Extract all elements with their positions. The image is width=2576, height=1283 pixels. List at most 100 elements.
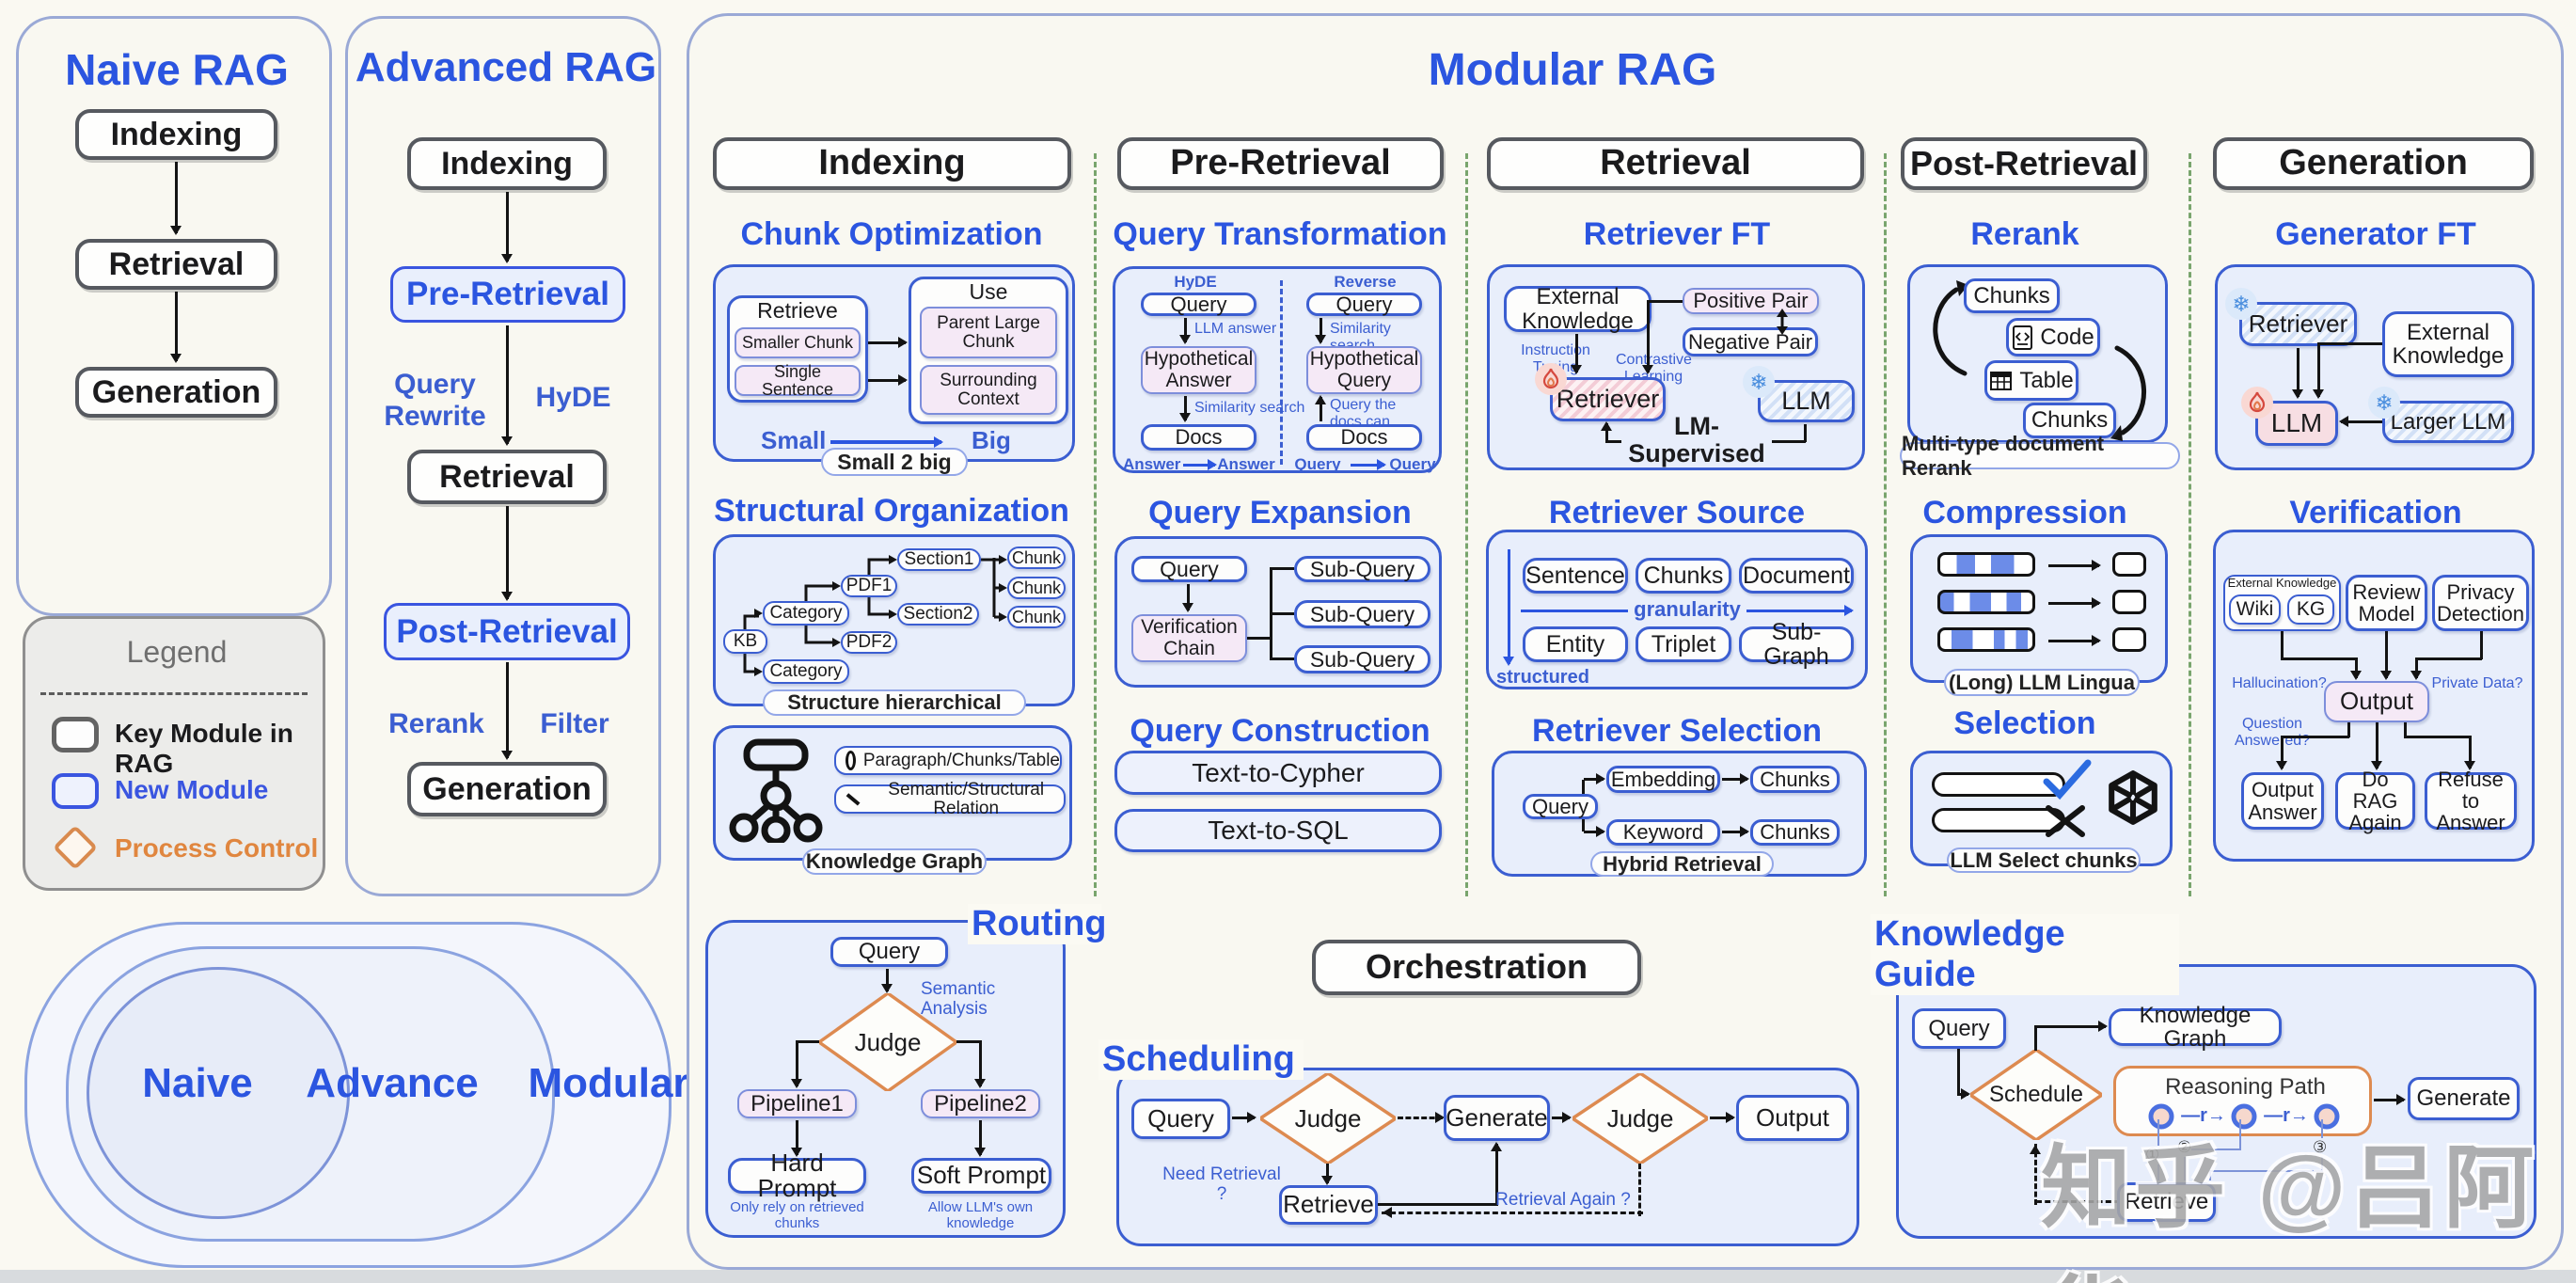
arrow — [1571, 334, 1582, 374]
venn-advance-label: Advance — [306, 1060, 479, 1106]
arrow — [1491, 1142, 1502, 1205]
output-box: Output — [2324, 681, 2429, 722]
naive-retrieval-box: Retrieval — [75, 239, 277, 290]
retriever-source-box: Sentence Chunks Document granularity Ent… — [1486, 530, 1868, 689]
graph-glyph-icon — [729, 738, 823, 843]
compression-title: Compression — [1922, 495, 2127, 531]
embedding-box: Embedding — [1606, 766, 1720, 793]
arrow — [2380, 631, 2392, 680]
relation-line-icon — [845, 792, 861, 806]
query-box: Query — [1523, 794, 1598, 819]
legend-new-module-label: New Module — [115, 775, 269, 804]
column-header-post-retrieval: Post-Retrieval — [1901, 137, 2147, 190]
relation-arrow-label: —r→ — [2181, 1105, 2226, 1126]
granularity-label: granularity — [1628, 598, 1746, 621]
connector — [1957, 1049, 1960, 1095]
knowledge-graph-node: Knowledge Graph — [2109, 1004, 2282, 1051]
external-knowledge-box: External Knowledge — [1504, 285, 1651, 333]
llm-lingua-tab: (Long) LLM Lingua — [1944, 669, 2140, 696]
arrow — [2036, 1021, 2108, 1032]
arrow — [2048, 635, 2101, 646]
connector — [1647, 300, 1683, 303]
arrow — [1642, 300, 1653, 374]
connector — [956, 1040, 981, 1043]
venn-modular-label: Modular — [528, 1060, 689, 1106]
pdf2-node: PDF2 — [841, 631, 897, 654]
connector — [2281, 631, 2284, 659]
output-answer-box: Output Answer — [2241, 772, 2324, 830]
arrow — [170, 292, 182, 363]
small-to-big-arrow — [830, 436, 943, 448]
legend-key-module-label: Key Module in RAG — [115, 719, 293, 778]
use-label: Use — [969, 279, 1008, 304]
text-to-cypher-box: Text-to-Cypher — [1114, 751, 1442, 795]
do-rag-again-box: Do RAG Again — [2335, 768, 2415, 833]
bottom-strip — [0, 1270, 2576, 1283]
connector — [2184, 1148, 2240, 1150]
node-types-label: Paragraph/Chunks/Table — [862, 750, 1060, 770]
connector — [2036, 1200, 2120, 1203]
query-box: Query — [1131, 1099, 1230, 1139]
column-divider — [1094, 153, 1097, 896]
orchestration-box: Orchestration — [1312, 940, 1641, 995]
connector — [1270, 567, 1294, 570]
arrow — [2048, 597, 2101, 609]
snowflake-icon: ❄ — [2368, 387, 2400, 419]
reasoning-path-label: Reasoning Path — [2165, 1074, 2326, 1100]
connector — [2404, 722, 2407, 737]
refuse-to-answer-box: Refuse to Answer — [2425, 768, 2517, 833]
rag-venn-diagram: Naive Advance Modular — [24, 922, 689, 1268]
new-module-swatch-icon — [52, 773, 99, 809]
section2-node: Section2 — [897, 603, 979, 626]
retriever-box: Retriever — [1550, 377, 1666, 421]
advanced-generation-box: Generation — [407, 762, 607, 816]
connector-lines — [743, 555, 1007, 676]
advanced-rag-title: Advanced RAG — [355, 44, 657, 90]
hyde-label: HyDE — [535, 382, 611, 413]
arrow — [2048, 560, 2101, 571]
knowledge-graph-box: Paragraph/Chunks/Table Semantic/Structur… — [713, 725, 1072, 875]
token-bar-icon — [1937, 552, 2035, 577]
judge-diamond — [1572, 1073, 1708, 1164]
arrow — [1584, 773, 1605, 784]
chunk-node: Chunk — [1007, 546, 1066, 569]
lm-supervised-label: LM-Supervised — [1621, 412, 1772, 467]
sentence-box: Sentence — [1523, 558, 1628, 594]
structured-arrow — [1503, 549, 1514, 666]
chunk-node: Chunk — [1007, 606, 1066, 628]
connector — [2480, 631, 2483, 659]
chunk-bar-icon — [1932, 808, 2065, 832]
naive-generation-box: Generation — [75, 367, 277, 418]
legend-process-control-label: Process Control — [115, 833, 319, 863]
arrow — [868, 374, 908, 386]
openai-logo-icon — [2109, 770, 2157, 825]
retrieve-box: Retrieve — [1279, 1185, 1378, 1225]
selection-box: LLM Select chunks — [1910, 751, 2173, 873]
query-box: Query — [1306, 293, 1422, 316]
verification-box: External Knowledge Wiki KG Review Model … — [2213, 530, 2535, 862]
chunks-box: Chunks — [1750, 819, 1840, 846]
rerank-label: Rerank — [388, 708, 484, 739]
section1-node: Section1 — [897, 548, 981, 571]
privacy-detection-box: Privacy Detection — [2432, 575, 2529, 631]
rerank-box: Chunks Code Table Chunks Multi-type docu… — [1900, 264, 2180, 480]
query-box: Query — [830, 937, 948, 967]
query-box: Query — [1131, 556, 1247, 582]
arrow — [1351, 459, 1386, 470]
connector — [2239, 1119, 2241, 1150]
arrow — [1552, 1112, 1572, 1123]
step2-marker: ② — [2177, 1138, 2192, 1157]
connector — [1582, 780, 1585, 794]
arrow — [2030, 1144, 2041, 1205]
snowflake-icon: ❄ — [1743, 366, 1775, 398]
category-node: Category — [763, 601, 849, 626]
smaller-chunk-box: Smaller Chunk — [735, 327, 861, 358]
hypothetical-query-box: Hypothetical Query — [1306, 346, 1422, 394]
connector — [1270, 657, 1294, 660]
hybrid-retrieval-tab: Hybrid Retrieval — [1590, 851, 1774, 877]
column-divider — [2189, 153, 2191, 896]
arrow — [1584, 826, 1605, 837]
hyde-section-label: HyDE — [1174, 273, 1217, 291]
retriever-ft-title: Retriever FT — [1583, 216, 1771, 252]
query-box: Query — [1912, 1008, 2006, 1049]
